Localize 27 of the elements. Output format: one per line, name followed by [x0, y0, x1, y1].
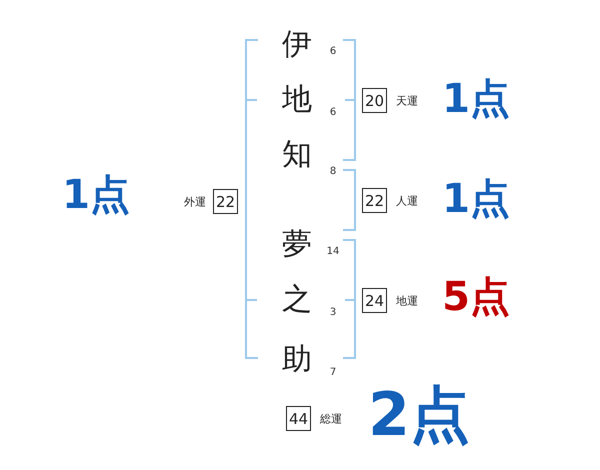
name-character: 之 — [282, 285, 312, 315]
score-text: 5点 — [442, 277, 510, 317]
stroke-count: 6 — [330, 47, 336, 57]
name-character: 伊 — [282, 30, 312, 60]
name-character: 助 — [282, 345, 312, 375]
stroke-count: 7 — [330, 368, 336, 378]
score-text: 1点 — [442, 179, 510, 219]
number-box: 44 — [286, 406, 311, 431]
fortune-label: 総運 — [320, 413, 342, 424]
name-character: 地 — [282, 85, 312, 115]
score-text: 1点 — [62, 175, 130, 215]
number-box: 24 — [362, 288, 387, 313]
fortune-label: 外運 — [184, 196, 206, 207]
fortune-label: 天運 — [396, 95, 418, 106]
number-box: 20 — [362, 88, 387, 113]
score-text: 2点 — [368, 385, 470, 445]
stroke-count: 8 — [330, 167, 336, 177]
name-character: 夢 — [282, 230, 312, 260]
name-character: 知 — [282, 140, 312, 170]
number-box: 22 — [213, 189, 238, 214]
fortune-label: 地運 — [396, 295, 418, 306]
stroke-count: 3 — [330, 308, 336, 318]
score-text: 1点 — [442, 79, 510, 119]
number-box: 22 — [362, 188, 387, 213]
stroke-count: 14 — [326, 247, 340, 257]
fortune-label: 人運 — [396, 195, 418, 206]
stroke-count: 6 — [330, 108, 336, 118]
